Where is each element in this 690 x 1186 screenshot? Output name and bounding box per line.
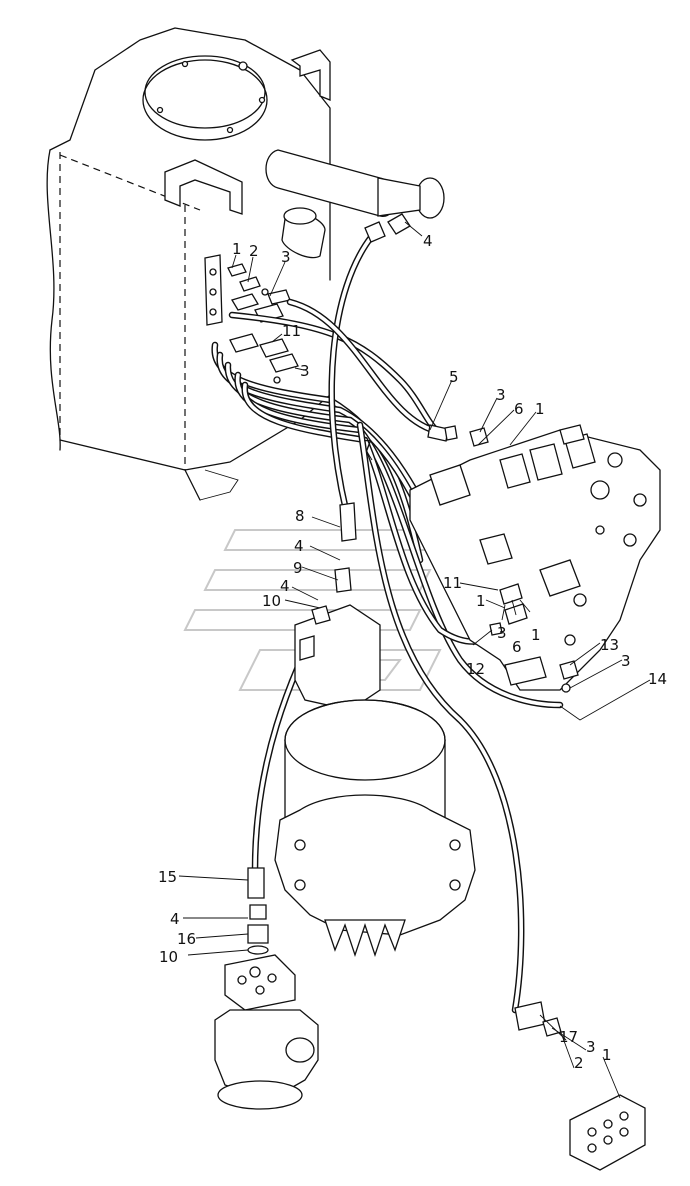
callout-17: 17 bbox=[559, 1028, 578, 1046]
main-control-valve bbox=[409, 424, 661, 691]
callout-8: 8 bbox=[295, 507, 305, 525]
callout-1c: 1 bbox=[476, 592, 486, 610]
hydraulic-tank bbox=[46, 27, 445, 501]
callout-2b: 2 bbox=[574, 1054, 584, 1072]
center-joint bbox=[214, 904, 319, 1110]
callout-4a: 4 bbox=[423, 232, 433, 250]
callout-13: 13 bbox=[600, 636, 619, 654]
callout-3e: 3 bbox=[621, 652, 631, 670]
leader-lines bbox=[178, 221, 651, 1099]
callout-3c: 3 bbox=[496, 386, 506, 404]
swing-motor bbox=[274, 604, 476, 958]
callout-1e: 1 bbox=[602, 1046, 612, 1064]
callout-11b: 11 bbox=[443, 574, 462, 592]
drain-hose bbox=[286, 213, 449, 542]
tank-fittings bbox=[227, 263, 299, 384]
callout-15: 15 bbox=[158, 868, 177, 886]
callout-1a: 1 bbox=[232, 240, 242, 258]
callout-3f: 3 bbox=[586, 1038, 596, 1056]
callout-6b: 6 bbox=[512, 638, 522, 656]
valve-fittings bbox=[311, 425, 579, 693]
callout-1d: 1 bbox=[531, 626, 541, 644]
callout-10b: 10 bbox=[159, 948, 178, 966]
manifold-block bbox=[514, 1001, 646, 1171]
callout-11a: 11 bbox=[282, 322, 301, 340]
callout-5: 5 bbox=[449, 368, 459, 386]
callout-1b: 1 bbox=[535, 400, 545, 418]
callout-4b: 4 bbox=[294, 537, 304, 555]
callout-4c: 4 bbox=[280, 577, 290, 595]
callout-16: 16 bbox=[177, 930, 196, 948]
callout-6a: 6 bbox=[514, 400, 524, 418]
callout-2a: 2 bbox=[249, 242, 259, 260]
callout-10a: 10 bbox=[262, 592, 281, 610]
callout-12: 12 bbox=[466, 660, 485, 678]
callout-14: 14 bbox=[648, 670, 667, 688]
callout-labels: 1 2 3 11 3 4 5 3 6 1 7 8 4 9 4 10 11 1 3… bbox=[158, 232, 667, 1072]
callout-3b: 3 bbox=[300, 362, 310, 380]
callout-9: 9 bbox=[293, 559, 303, 577]
callout-3d: 3 bbox=[497, 624, 507, 642]
callout-7: 7 bbox=[363, 437, 373, 455]
callout-3a: 3 bbox=[281, 248, 291, 266]
callout-4d: 4 bbox=[170, 910, 180, 928]
